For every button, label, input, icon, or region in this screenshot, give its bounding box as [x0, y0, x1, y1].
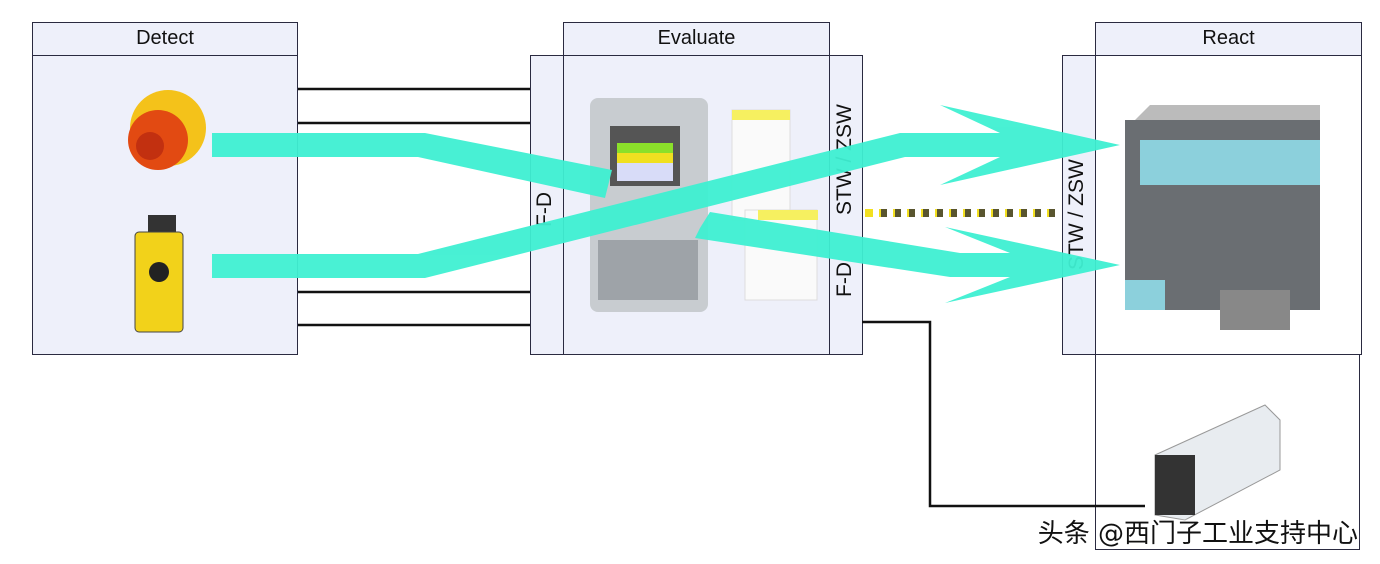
evaluate-output-strip	[829, 55, 863, 355]
detect-header: Detect	[32, 22, 298, 56]
pneumatic-valve-icon	[1154, 404, 1281, 521]
arrow-switch-to-drive	[212, 105, 1120, 278]
wire-to-valve	[862, 320, 1145, 508]
watermark: 头条 @西门子工业支持中心	[1037, 519, 1358, 549]
emergency-stop-icon	[128, 90, 206, 170]
arrow-controller-to-drive	[695, 212, 1120, 303]
evaluate-input-strip	[530, 55, 564, 355]
drive-unit-icon	[1125, 105, 1320, 330]
react-header: React	[1095, 22, 1362, 56]
arrow-estop-to-controller	[212, 133, 612, 198]
signal-wires	[298, 87, 1145, 508]
config-document-icon	[731, 109, 818, 301]
safety-door-switch-icon	[134, 215, 184, 333]
evaluate-header: Evaluate	[563, 22, 830, 56]
